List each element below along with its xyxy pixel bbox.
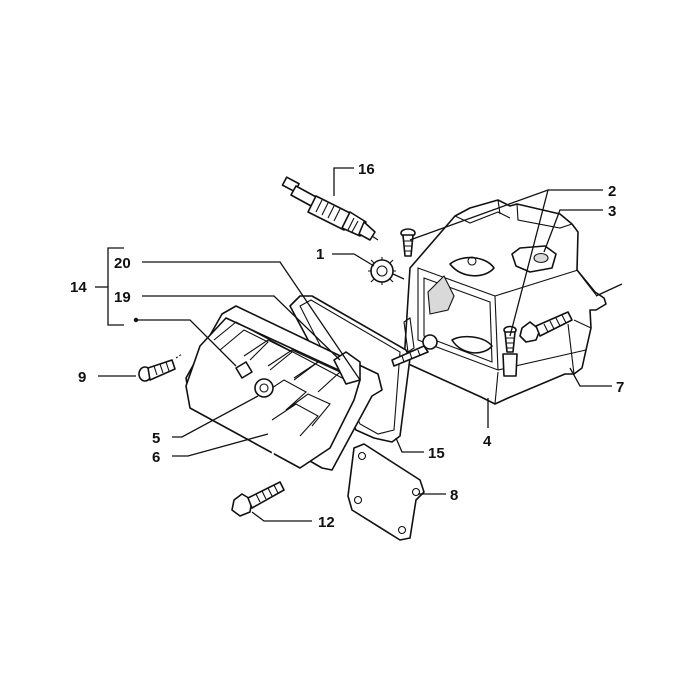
screw-top	[400, 228, 416, 257]
callout-12: 12	[318, 514, 335, 531]
callout-3: 3	[608, 203, 616, 220]
callout-4: 4	[483, 433, 492, 450]
callout-19: 19	[114, 289, 131, 306]
bolt-right	[519, 311, 573, 343]
callout-16: 16	[358, 161, 375, 178]
bolt-gasket	[391, 334, 438, 367]
callout-8: 8	[450, 487, 458, 504]
gasket-plate	[347, 443, 425, 541]
callout-5: 5	[152, 430, 160, 447]
callout-6: 6	[152, 449, 160, 466]
muffler-cover	[185, 305, 383, 479]
cylinder-head-cover	[403, 199, 607, 405]
callout-20: 20	[114, 255, 131, 272]
callout-9: 9	[78, 369, 86, 386]
callout-7: 7	[616, 379, 624, 396]
screw-9	[138, 353, 183, 382]
callout-labels: 16 2 3 1 20 19 14 9 5 6 12 15 8 7 4	[70, 161, 624, 531]
callout-15: 15	[428, 445, 445, 462]
screw-12	[231, 481, 285, 517]
callout-1: 1	[316, 246, 324, 263]
leader-lines	[95, 167, 623, 522]
toothed-washer	[368, 257, 405, 285]
spark-plug	[281, 176, 379, 241]
callout-2: 2	[608, 183, 616, 200]
callout-14: 14	[70, 279, 87, 296]
